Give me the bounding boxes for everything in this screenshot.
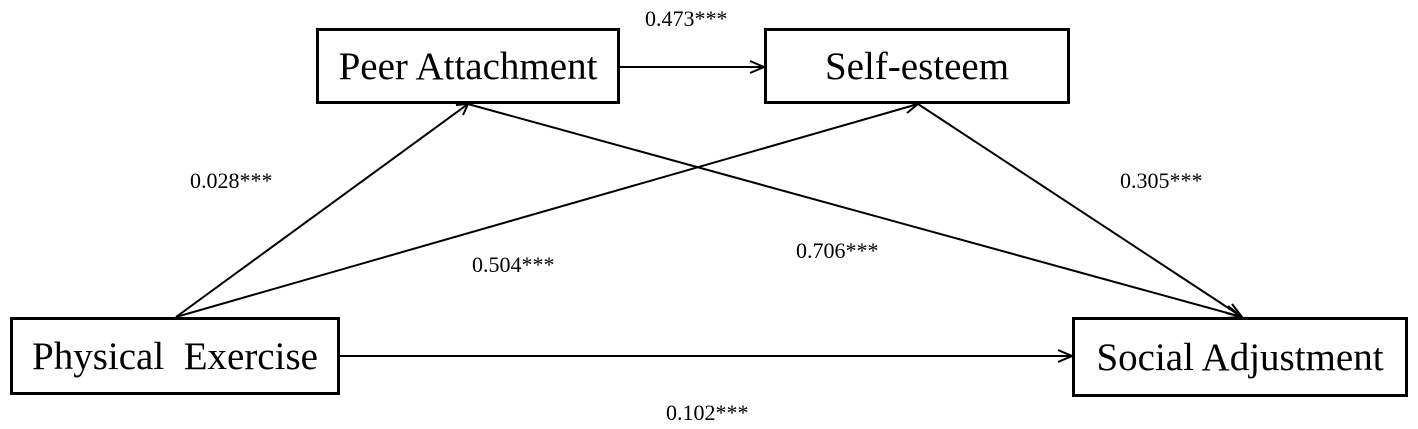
node-physical-exercise: Physical Exercise	[10, 317, 340, 395]
node-social-adjustment: Social Adjustment	[1072, 317, 1408, 397]
coef-peer-to-social: 0.706***	[796, 238, 879, 263]
arrow-self-to-social	[917, 103, 1243, 318]
arrow-peer-to-social	[467, 103, 1243, 318]
arrow-physical-to-peer	[175, 103, 469, 318]
coef-physical-to-self: 0.504***	[472, 252, 555, 277]
node-peer-attachment: Peer Attachment	[316, 28, 620, 104]
coef-peer-to-self: 0.473***	[645, 6, 728, 31]
coef-physical-to-peer: 0.028***	[190, 168, 273, 193]
node-self-esteem: Self-esteem	[764, 28, 1070, 104]
arrow-physical-to-self	[175, 103, 919, 318]
coef-self-to-social: 0.305***	[1120, 168, 1203, 193]
coef-physical-to-social: 0.102***	[666, 400, 749, 425]
